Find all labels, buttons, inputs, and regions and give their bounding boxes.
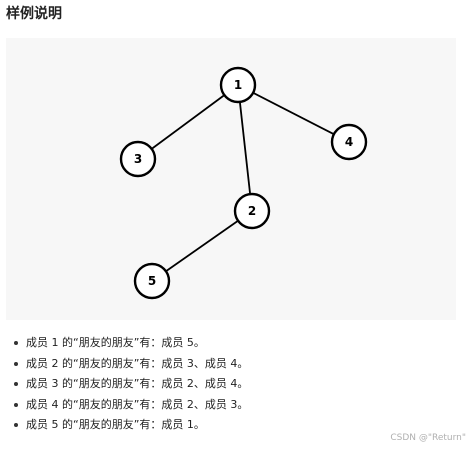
edge-1-2 [238,101,252,195]
node-circle [133,262,171,300]
bullet-dot [14,402,18,407]
explanation-item: 成员 1 的“朋友的朋友”有：成员 5。 [14,333,248,354]
explanation-list: 成员 1 的“朋友的朋友”有：成员 5。 成员 2 的“朋友的朋友”有：成员 3… [0,333,248,436]
graph-diagram: 1 2 3 4 5 [119,66,368,300]
bullet-dot [14,423,18,427]
explanation-item: 成员 5 的“朋友的朋友”有：成员 1。 [14,415,248,436]
node-1: 1 [219,66,257,104]
bullet-dot [14,341,18,345]
node-label: 2 [248,204,256,218]
explanation-text: 成员 5 的“朋友的朋友”有：成员 1。 [26,418,205,431]
explanation-item: 成员 2 的“朋友的朋友”有：成员 3、成员 4。 [14,354,249,375]
node-3: 3 [119,140,157,178]
node-label: 3 [134,152,142,166]
graph-nodes: 1 2 3 4 5 [119,66,368,300]
explanation-text: 成员 2 的“朋友的朋友”有：成员 3、成员 4。 [26,356,249,370]
explanation-text: 成员 4 的“朋友的朋友”有：成员 2、成员 3。 [26,397,249,411]
node-circle [219,66,257,104]
node-4: 4 [330,123,368,161]
node-circle [330,123,368,161]
node-label: 1 [234,78,242,92]
bullet-dot [14,361,18,366]
node-circle [233,192,271,230]
explanation-item: 成员 3 的“朋友的朋友”有：成员 2、成员 4。 [14,374,249,395]
explanation-text: 成员 3 的“朋友的朋友”有：成员 2、成员 4。 [26,377,249,390]
node-5: 5 [133,262,171,300]
node-label: 5 [148,274,156,288]
explanation-text: 成员 1 的“朋友的朋友”有：成员 5。 [26,336,205,349]
section-title: 样例说明 [6,6,62,22]
explanation-item: 成员 4 的“朋友的朋友”有：成员 2、成员 3。 [14,395,249,416]
watermark: CSDN @"Return" [390,433,466,443]
edge-1-3 [151,94,225,150]
node-circle [119,140,157,178]
graph-figure: 1 2 3 4 5 [6,38,456,320]
node-2: 2 [233,192,271,230]
node-label: 4 [345,135,353,149]
graph-edges [151,91,335,272]
edge-2-5 [165,220,239,272]
bullet-dot [14,382,18,386]
edge-1-4 [252,91,335,136]
